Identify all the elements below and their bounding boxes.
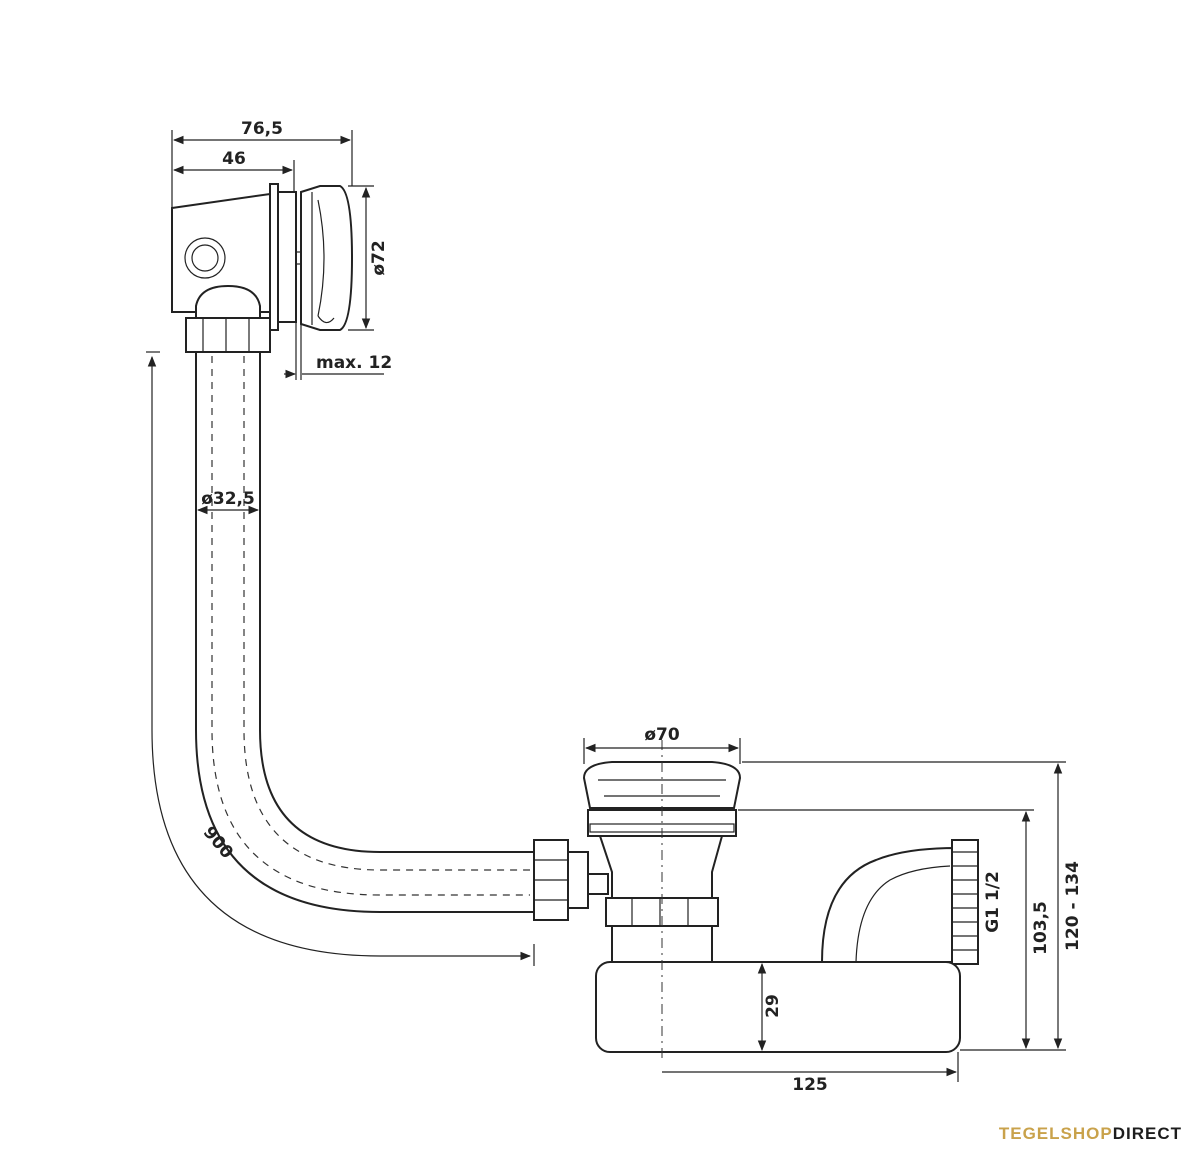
label-diameter-tube: ø32,5 (201, 489, 255, 509)
label-diameter-drain: ø70 (644, 725, 680, 745)
label-height-trap: 103,5 (1031, 901, 1051, 955)
overflow-assembly (171, 183, 354, 353)
label-height-total: 120 - 134 (1063, 861, 1083, 951)
brand-part-direct: DIRECT (1112, 1124, 1182, 1143)
label-trap-depth: 29 (763, 994, 783, 1018)
label-width-body: 46 (222, 149, 246, 169)
dimension-labels: 76,5 46 ø72 max. 12 ø32,5 900 ø70 G1 1/2… (199, 119, 1083, 1095)
label-width-overflow: 76,5 (241, 119, 283, 139)
brand-logo: TEGELSHOPDIRECT (999, 1124, 1182, 1144)
label-max-wall: max. 12 (316, 353, 392, 373)
label-diameter-overflow-cap: ø72 (369, 240, 389, 275)
dimension-lines (146, 130, 1066, 1082)
overflow-tube (195, 352, 534, 913)
label-thread: G1 1/2 (983, 871, 1003, 933)
brand-part-tegelshop: TEGELSHOP (998, 1124, 1113, 1143)
label-tube-length: 900 (199, 823, 237, 863)
label-trap-length: 125 (792, 1075, 828, 1095)
waste-assembly (533, 740, 979, 1060)
